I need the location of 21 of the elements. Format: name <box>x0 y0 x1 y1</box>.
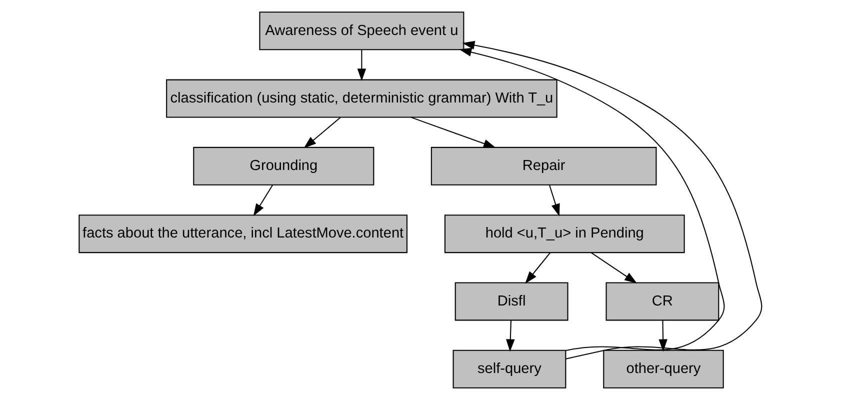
arrow <box>410 116 496 148</box>
node-box: CR <box>606 282 720 321</box>
arrow <box>459 48 725 352</box>
node-box: other-query <box>603 350 724 388</box>
node-box: Disfl <box>454 282 568 321</box>
arrow <box>462 40 762 360</box>
arrow <box>304 117 341 148</box>
arrow <box>591 252 638 284</box>
node-box: facts about the utterance, incl LatestMove.content <box>78 214 408 254</box>
arrow <box>525 252 551 284</box>
node-box: classification (using static, deterministic grammar) With T_u <box>166 79 558 118</box>
arrow <box>658 320 668 352</box>
node-box: Repair <box>430 146 657 186</box>
node-box: Awareness of Speech event u <box>259 12 464 50</box>
arrow <box>506 320 515 352</box>
arrow <box>357 50 366 82</box>
arrow <box>253 184 273 216</box>
arrow <box>549 184 560 216</box>
node-box: hold <u,T_u> in Pending <box>444 214 685 254</box>
node-box: Grounding <box>193 146 374 186</box>
node-box: self-query <box>452 350 566 388</box>
